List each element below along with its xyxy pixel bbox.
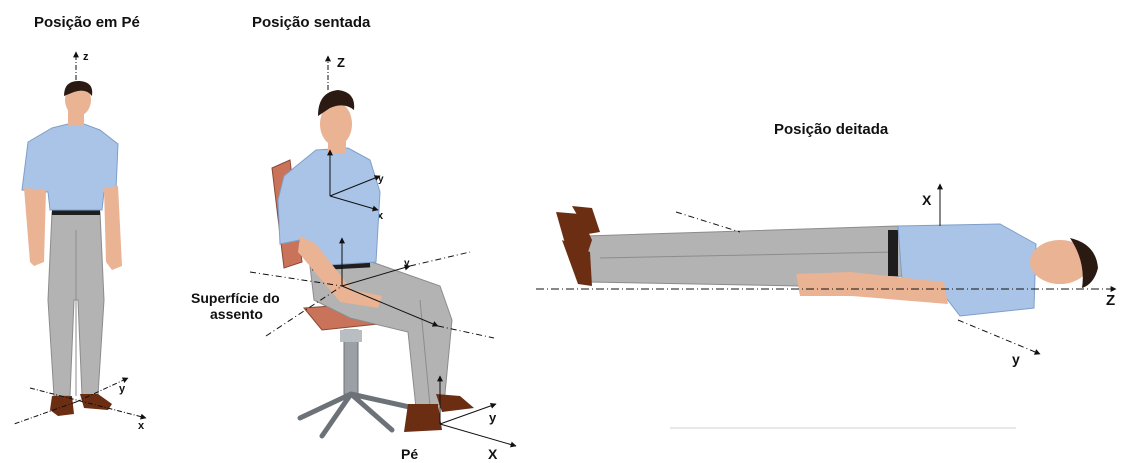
standing-left-shoe	[50, 396, 74, 416]
standing-figure	[22, 81, 122, 416]
standing-right-shoe	[80, 394, 112, 410]
seated-figure	[278, 90, 474, 432]
seated-right-shoe	[436, 394, 474, 412]
standing-right-arm	[104, 186, 122, 270]
chair-base	[300, 394, 414, 436]
lying-figure	[556, 206, 1098, 316]
standing-left-arm	[24, 188, 46, 266]
lying-belt	[888, 230, 898, 276]
seated-left-shoe	[404, 404, 442, 432]
lying-shirt	[898, 224, 1036, 316]
